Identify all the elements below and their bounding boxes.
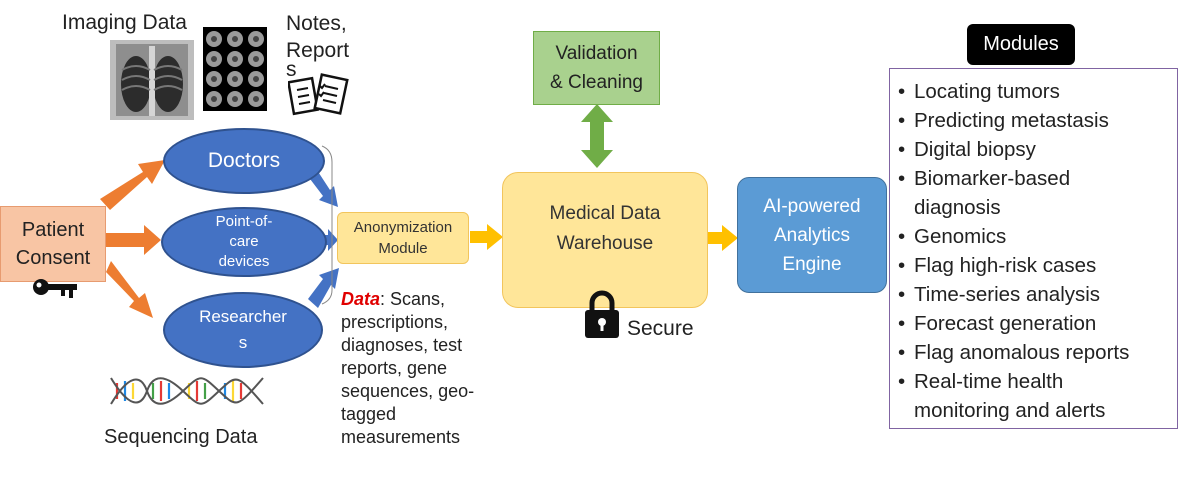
doctors-node: Doctors xyxy=(163,128,325,194)
arrow-anon-to-warehouse xyxy=(470,224,503,250)
arrow-patient-to-doctors xyxy=(100,160,165,210)
module-item-locating-tumors: Locating tumors xyxy=(898,77,1171,106)
dna-helix-icon xyxy=(110,377,264,405)
padlock-icon xyxy=(585,290,619,338)
patient-to-actors-arrows xyxy=(100,160,165,318)
modules-list: Locating tumors Predicting metastasis Di… xyxy=(898,77,1171,425)
module-item-predicting-metastasis: Predicting metastasis xyxy=(898,106,1171,135)
grouping-bracket xyxy=(321,145,333,305)
module-item-digital-biopsy: Digital biopsy xyxy=(898,135,1171,164)
module-item-time-series: Time-series analysis xyxy=(898,280,1171,309)
arrow-patient-to-researchers xyxy=(106,261,153,318)
module-item-flag-anomalous: Flag anomalous reports xyxy=(898,338,1171,367)
point-of-care-devices-node: Point-of- care devices xyxy=(161,207,327,277)
notes-reports-label: Notes, Report s xyxy=(286,12,350,81)
notes-report-icon xyxy=(288,73,349,116)
module-item-forecast: Forecast generation xyxy=(898,309,1171,338)
data-description-note: Data: Scans, prescriptions, diagnoses, t… xyxy=(341,288,506,449)
sequencing-data-label: Sequencing Data xyxy=(104,426,258,448)
arrow-warehouse-to-engine xyxy=(707,225,738,251)
pipeline-arrows xyxy=(470,224,738,251)
modules-title: Modules xyxy=(967,24,1075,65)
module-item-biomarker-diagnosis: Biomarker-based diagnosis xyxy=(898,164,1084,222)
brain-scan-icon xyxy=(203,27,267,111)
patient-consent-box: Patient Consent xyxy=(0,206,106,282)
validation-cleaning-box: Validation & Cleaning xyxy=(533,31,660,105)
secure-label: Secure xyxy=(627,317,694,340)
chest-xray-icon xyxy=(110,40,194,120)
anonymization-module-box: Anonymization Module xyxy=(337,212,469,264)
ai-analytics-engine-box: AI-powered Analytics Engine xyxy=(737,177,887,293)
imaging-data-label: Imaging Data xyxy=(62,11,187,34)
arrow-patient-to-poc xyxy=(104,225,161,255)
arrow-warehouse-validation xyxy=(581,104,613,168)
module-item-genomics: Genomics xyxy=(898,222,1171,251)
module-item-flag-high-risk: Flag high-risk cases xyxy=(898,251,1171,280)
module-item-realtime-monitoring: Real-time health monitoring and alerts xyxy=(898,367,1154,425)
modules-list-box: Locating tumors Predicting metastasis Di… xyxy=(889,68,1178,429)
data-description-text: : Scans, prescriptions, diagnoses, test … xyxy=(341,289,475,447)
arrow-researchers-to-anon xyxy=(308,268,339,308)
researchers-node: Researcher s xyxy=(163,292,323,368)
data-keyword: Data xyxy=(341,289,381,309)
medical-data-warehouse-box: Medical Data Warehouse xyxy=(502,172,708,308)
arrow-poc-to-anon xyxy=(318,229,338,251)
key-icon xyxy=(33,279,77,298)
